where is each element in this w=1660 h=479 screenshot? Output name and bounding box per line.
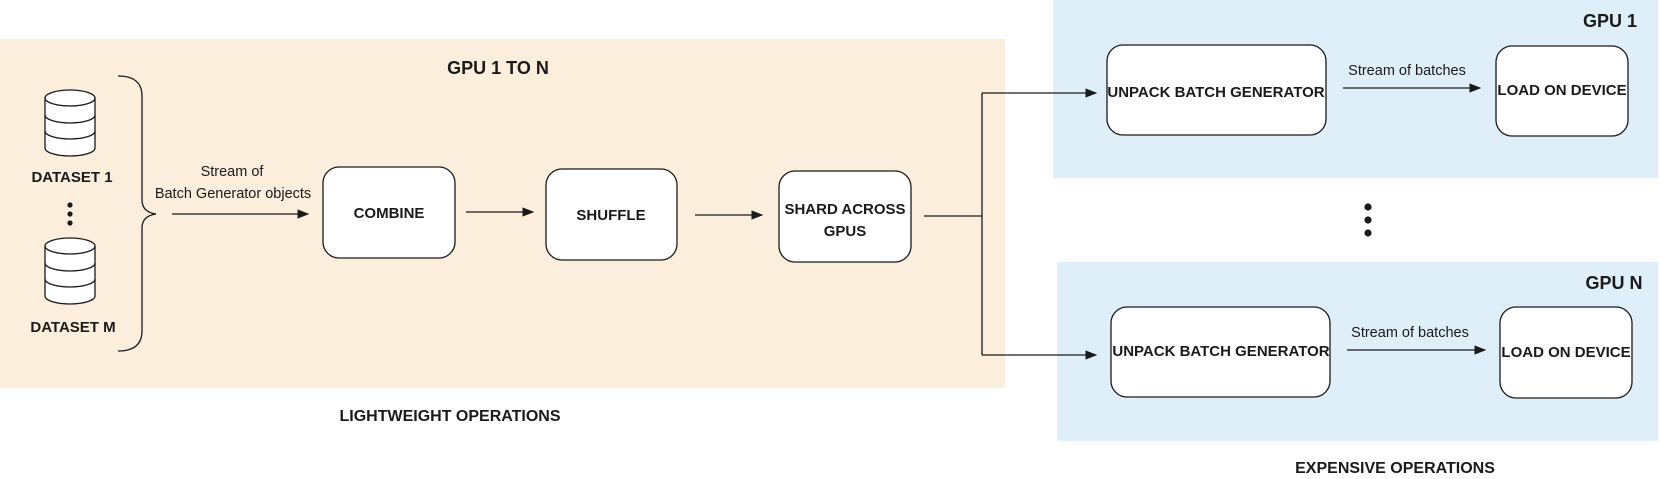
lightweight-caption: LIGHTWEIGHT OPERATIONS: [339, 408, 560, 425]
database-icon: [44, 237, 96, 305]
dataset-brace: [117, 75, 157, 352]
shard-label-line2: GPUS: [824, 223, 867, 240]
edge-label-stream-objects-2: Batch Generator objects: [155, 186, 311, 202]
load-gpu1-label: LOAD ON DEVICE: [1497, 82, 1626, 99]
combine-label: COMBINE: [354, 205, 425, 222]
edge-label-stream-batches-gpun: Stream of batches: [1351, 325, 1469, 341]
dataset-last-label: DATASET M: [30, 319, 115, 336]
vertical-ellipsis-icon: [1364, 203, 1372, 237]
edge-label-stream-batches-gpu1: Stream of batches: [1348, 63, 1466, 79]
unpack-gpun-label: UNPACK BATCH GENERATOR: [1112, 343, 1329, 360]
edge-label-stream-objects: Stream of: [201, 164, 265, 180]
load-gpun-node: [1499, 306, 1633, 399]
shuffle-node: [545, 168, 678, 261]
gpu1-region-title: GPU 1: [1583, 11, 1637, 31]
shard-node: [778, 170, 912, 263]
combine-node: [322, 166, 456, 259]
database-icon: [44, 89, 96, 157]
gpun-region-title: GPU N: [1585, 273, 1642, 293]
shuffle-label: SHUFFLE: [576, 207, 645, 224]
unpack-gpun-node: [1110, 306, 1331, 398]
unpack-gpu1-label: UNPACK BATCH GENERATOR: [1107, 84, 1324, 101]
unpack-gpu1-node: [1106, 44, 1327, 136]
vertical-ellipsis-icon: [67, 202, 73, 226]
load-gpu1-node: [1495, 45, 1629, 137]
shard-label-line1: SHARD ACROSS: [784, 201, 905, 218]
load-gpun-label: LOAD ON DEVICE: [1501, 344, 1630, 361]
dataset-first-label: DATASET 1: [31, 169, 112, 186]
expensive-caption: EXPENSIVE OPERATIONS: [1295, 460, 1495, 477]
lightweight-region-title: GPU 1 TO N: [447, 58, 549, 78]
